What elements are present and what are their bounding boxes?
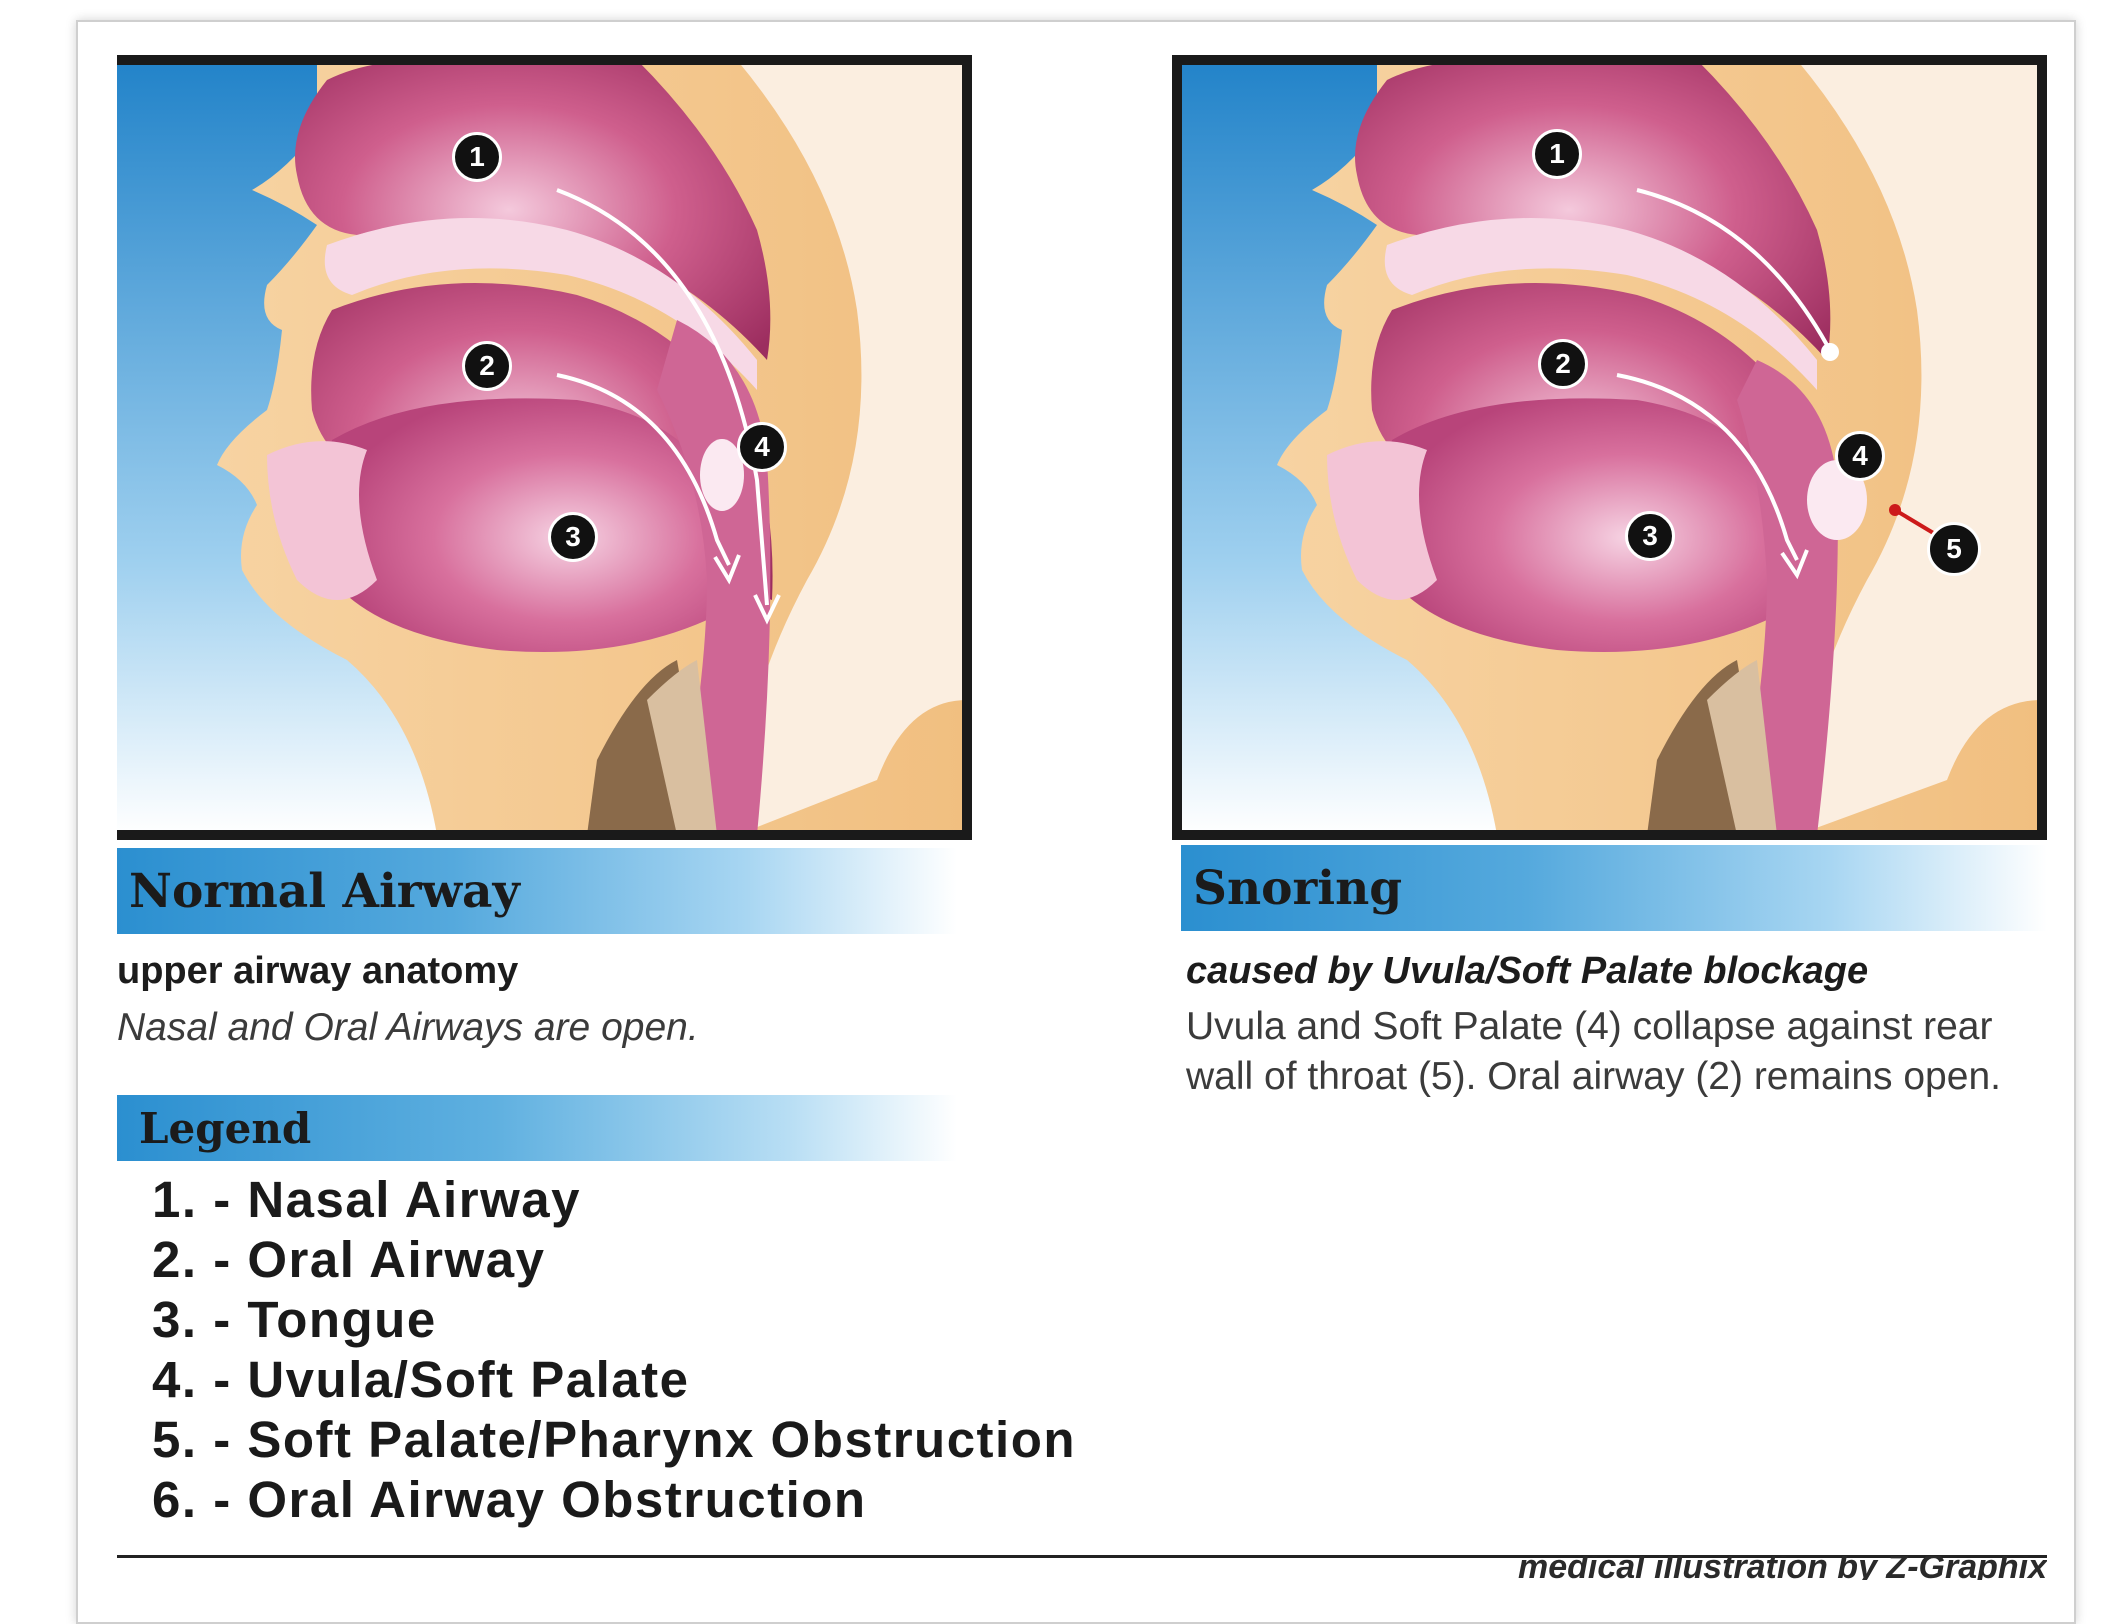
marker-label: 4 [754, 431, 770, 463]
marker-label: 4 [1852, 440, 1868, 472]
marker-label: 3 [1642, 520, 1658, 552]
snoring-subtitle: caused by Uvula/Soft Palate blockage [1186, 950, 2047, 993]
marker-3-right: 3 [1625, 511, 1675, 561]
marker-label: 1 [469, 141, 485, 173]
snoring-header: Snoring [1181, 845, 2047, 931]
marker-label: 3 [565, 521, 581, 553]
marker-3-left: 3 [548, 512, 598, 562]
credit-text: medical illustration by Z-Graphix [1518, 1556, 2047, 1580]
marker-2-right: 2 [1538, 339, 1588, 389]
marker-2-left: 2 [462, 341, 512, 391]
legend-item: 1. - Nasal Airway [152, 1170, 1076, 1230]
legend-item: 2. - Oral Airway [152, 1230, 1076, 1290]
legend-header: Legend [117, 1095, 957, 1161]
marker-5-right: 5 [1927, 522, 1981, 576]
legend-item: 5. - Soft Palate/Pharynx Obstruction [152, 1410, 1076, 1470]
illustration-credit: medical illustration by Z-Graphix [1340, 1556, 2047, 1580]
normal-airway-caption: Nasal and Oral Airways are open. [117, 1003, 917, 1053]
panel-title: Snoring [1181, 861, 1402, 916]
marker-label: 1 [1549, 138, 1565, 170]
snoring-illustration [1177, 60, 2047, 840]
marker-4-right: 4 [1835, 431, 1885, 481]
legend-title: Legend [117, 1104, 311, 1153]
panel-title: Normal Airway [117, 864, 520, 919]
marker-4-left: 4 [737, 422, 787, 472]
marker-label: 5 [1946, 533, 1962, 565]
legend-item: 6. - Oral Airway Obstruction [152, 1470, 1076, 1530]
legend-item: 3. - Tongue [152, 1290, 1076, 1350]
marker-label: 2 [1555, 348, 1571, 380]
marker-1-left: 1 [452, 132, 502, 182]
normal-airway-subtitle: upper airway anatomy [117, 950, 877, 993]
legend-item: 4. - Uvula/Soft Palate [152, 1350, 1076, 1410]
legend-list: 1. - Nasal Airway 2. - Oral Airway 3. - … [152, 1170, 1076, 1530]
marker-label: 2 [479, 350, 495, 382]
normal-airway-illustration [117, 60, 972, 840]
marker-1-right: 1 [1532, 129, 1582, 179]
snoring-caption: Uvula and Soft Palate (4) collapse again… [1186, 1002, 2016, 1102]
normal-airway-header: Normal Airway [117, 848, 957, 934]
